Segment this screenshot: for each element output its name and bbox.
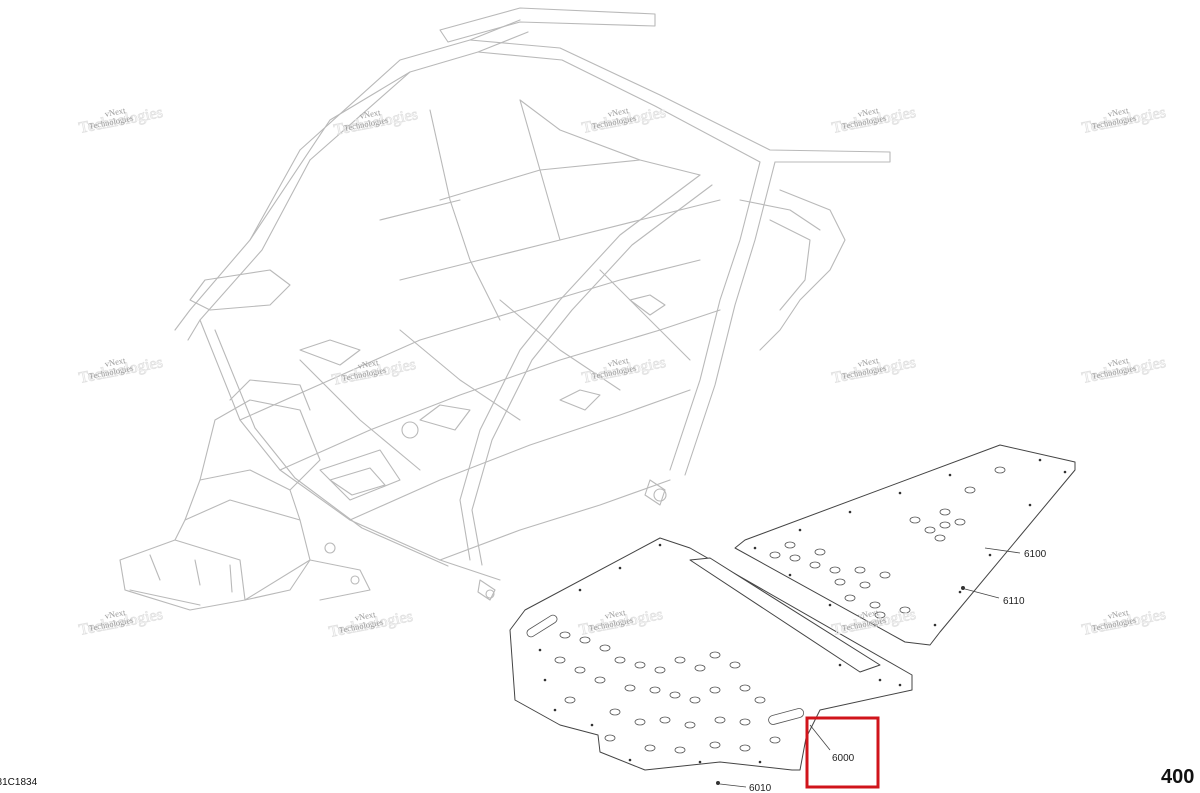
svg-text:vNext: vNext — [104, 105, 127, 119]
callout-6100[interactable]: 6100 — [984, 547, 1047, 560]
floor-plate-6100 — [734, 444, 1076, 646]
diagram-code: 181C1834 — [0, 777, 38, 788]
plate-6000-holes — [554, 631, 781, 754]
watermark-r2c4: Technologies vNext Technologies — [830, 354, 918, 388]
svg-text:vNext: vNext — [104, 355, 127, 369]
svg-text:vNext: vNext — [857, 607, 880, 621]
floor-plate-6000 — [509, 537, 913, 771]
vehicle-frame — [119, 7, 891, 611]
svg-text:vNext: vNext — [359, 107, 382, 121]
watermark-r1c4: Technologies vNext Technologies — [830, 104, 918, 138]
svg-text:vNext: vNext — [104, 607, 127, 621]
fastener-6010-icon — [716, 781, 720, 785]
callout-6000[interactable]: 6000 — [809, 724, 855, 764]
page-number: 400 — [1161, 766, 1194, 788]
fastener-6110-icon — [961, 586, 965, 590]
svg-text:vNext: vNext — [354, 609, 377, 623]
callout-label-6110: 6110 — [1003, 596, 1025, 607]
callout-6010[interactable]: 6010 — [716, 781, 772, 793]
svg-text:vNext: vNext — [1107, 105, 1130, 119]
plate-6100-fastener-points — [753, 458, 1067, 627]
watermark-r3c2: Technologies vNext Technologies — [327, 608, 415, 642]
watermark-r1c5: Technologies vNext Technologies — [1080, 104, 1168, 138]
callout-label-6000: 6000 — [832, 753, 855, 764]
plate-6100-holes — [769, 466, 1006, 619]
plate-6000-fastener-points — [538, 543, 902, 764]
svg-text:vNext: vNext — [607, 105, 630, 119]
watermark-r2c2: Technologies vNext Technologies — [330, 356, 418, 390]
svg-text:vNext: vNext — [857, 105, 880, 119]
svg-text:vNext: vNext — [607, 355, 630, 369]
callout-highlight-box — [805, 716, 880, 789]
svg-text:vNext: vNext — [1107, 355, 1130, 369]
watermark-r1c2: Technologies vNext Technologies — [332, 106, 420, 140]
watermark-r2c5: Technologies vNext Technologies — [1080, 354, 1168, 388]
watermark-r1c3: Technologies vNext Technologies — [580, 104, 668, 138]
callout-label-6100: 6100 — [1024, 549, 1047, 560]
callout-label-6010: 6010 — [749, 783, 772, 793]
svg-text:vNext: vNext — [604, 607, 627, 621]
svg-text:vNext: vNext — [1107, 607, 1130, 621]
watermark-r2c3: Technologies vNext Technologies — [580, 354, 668, 388]
svg-text:vNext: vNext — [857, 355, 880, 369]
callout-6110[interactable]: 6110 — [961, 586, 1025, 607]
watermark-r3c1: Technologies vNext Technologies — [77, 606, 165, 640]
watermark-r2c1: Technologies vNext Technologies — [77, 354, 165, 388]
svg-text:vNext: vNext — [357, 357, 380, 371]
watermark-r3c5: Technologies vNext Technologies — [1080, 606, 1168, 640]
watermark-r1c1: Technologies vNext Technologies — [77, 104, 165, 138]
